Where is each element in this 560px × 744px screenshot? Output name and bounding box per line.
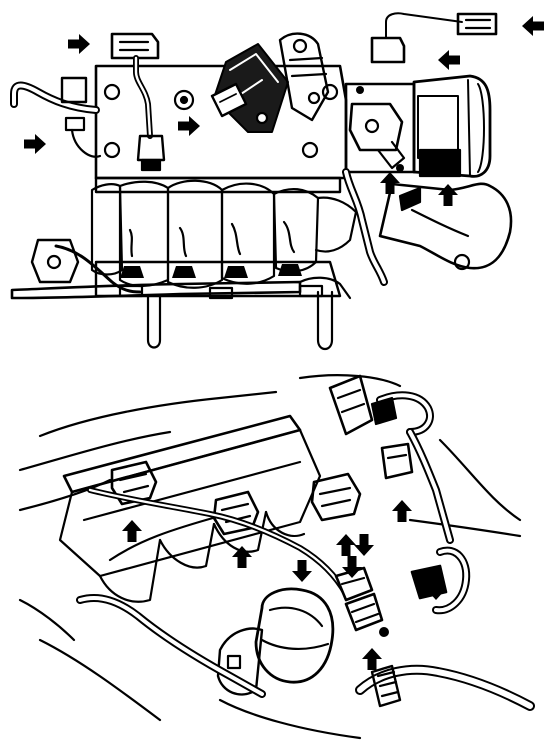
air-inlet-duct	[412, 74, 492, 178]
throttle-cover	[417, 95, 459, 159]
left-hose-curl	[70, 128, 102, 158]
arrow-top-left-connector	[68, 34, 90, 54]
arrow-coolant-hose-connector	[392, 500, 412, 522]
intake-manifold-view	[10, 12, 544, 351]
lower-engine-contour	[38, 638, 162, 722]
coolant-hose-clamp	[370, 396, 398, 426]
bottom-tube-end	[298, 276, 352, 300]
bracket-left	[146, 294, 162, 349]
left-vacuum-hose	[10, 81, 100, 114]
top-panel-arrows	[24, 16, 544, 206]
top-left-harness	[133, 55, 153, 139]
lower-flange	[94, 260, 342, 298]
throttle-position-sensor	[348, 102, 404, 152]
arrow-throttle-body-hose	[438, 184, 458, 206]
arrow-throttle-connector	[438, 50, 460, 70]
hose-clamp	[370, 664, 402, 708]
lower-sensor-connector	[344, 592, 384, 632]
left-hose-fitting	[60, 76, 88, 104]
cylinder-head-cover	[58, 428, 322, 578]
throttle-connector	[370, 36, 406, 64]
left-bend-pipe	[54, 244, 142, 294]
arrow-throttle-position-sensor	[380, 172, 400, 194]
sensor-connector-top-right	[456, 12, 498, 36]
manifold-runners	[90, 179, 358, 289]
arrow-left-hose	[24, 134, 46, 154]
coolant-hose-connector	[380, 442, 414, 480]
lower-flange-tabs	[118, 284, 324, 300]
arrow-injector-connector-2	[232, 546, 252, 568]
arrow-right-hose-connector	[426, 578, 446, 600]
throttle-linkage	[278, 32, 330, 122]
arrow-ground-connector	[342, 556, 362, 578]
top-left-connector	[110, 32, 160, 60]
background-contour-2	[18, 430, 172, 472]
injector-connector-1	[110, 460, 158, 506]
lower-flange-nuts	[120, 264, 302, 278]
arrow-harness-clamp	[336, 534, 356, 556]
iac-connector	[210, 82, 248, 118]
bottom-panel-arrows	[122, 500, 446, 670]
arrow-lower-hose-connector	[362, 648, 382, 670]
fuel-rail	[62, 414, 302, 494]
background-contour-5	[438, 438, 522, 522]
bracket-right	[316, 290, 334, 351]
background-contour-1	[38, 390, 278, 438]
arrow-sensor-connector	[522, 16, 544, 36]
plenum-rail	[94, 176, 342, 194]
arrow-sensor-plug-center	[354, 534, 374, 556]
arrow-distributor-connector	[292, 560, 312, 582]
coolant-sensor-housing	[328, 374, 374, 436]
arrow-idle-air-control	[178, 116, 200, 136]
left-clamp	[30, 238, 80, 284]
left-clamp-bolt	[46, 254, 62, 270]
ground-bolt	[379, 627, 389, 637]
right-air-duct	[378, 182, 513, 270]
background-contour-6	[408, 518, 522, 538]
engine-harness-view	[18, 374, 535, 740]
center-sensor-plug	[310, 472, 362, 522]
distributor-cap	[254, 587, 335, 684]
lower-intake-runners	[98, 510, 306, 603]
arrow-injector-connector-1	[122, 520, 142, 542]
left-hose-clip	[64, 116, 86, 132]
top-left-sensor-body	[136, 134, 166, 162]
